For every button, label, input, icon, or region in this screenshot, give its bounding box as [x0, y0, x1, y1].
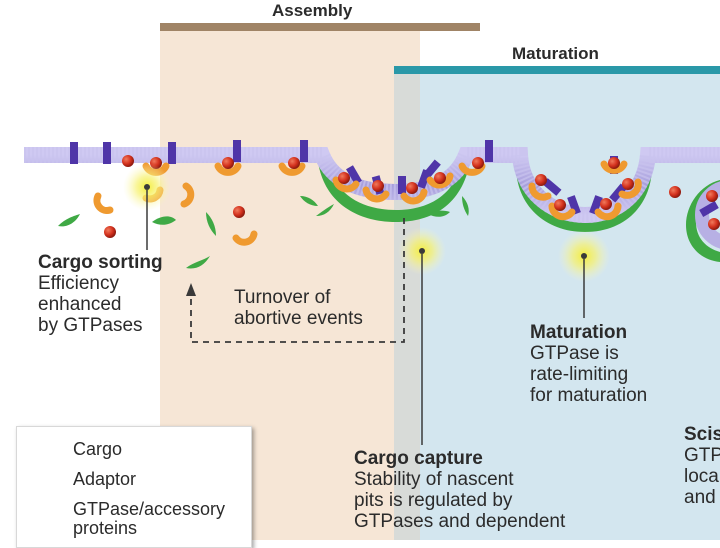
free-gtpases	[104, 186, 681, 238]
glow-dot	[144, 184, 150, 190]
membrane-cargo	[70, 140, 719, 217]
maturation-band	[394, 66, 720, 74]
cargo-sorting-label: Cargo sorting Efficiency enhanced by GTP…	[38, 252, 163, 336]
maturation-line: for maturation	[530, 385, 648, 406]
scission-line: loca	[684, 466, 719, 487]
maturation-label: Maturation GTPase is rate-limiting for m…	[530, 322, 647, 406]
assembly-band	[160, 23, 480, 31]
cargo-capture-line: Stability of nascent	[354, 469, 514, 490]
turnover-arrowhead	[186, 283, 196, 296]
plasma-membrane-edge	[24, 147, 720, 224]
maturation-header: Maturation	[512, 44, 599, 63]
legend-gtpase-label-2: proteins	[73, 518, 138, 538]
cargo-sorting-line: Efficiency	[38, 273, 119, 294]
clathrin-coat	[686, 180, 720, 262]
scission-line: GTP	[684, 445, 720, 466]
membrane-adaptors	[142, 160, 642, 221]
legend: Cargo Adaptor GTPase/accessory proteins	[16, 426, 252, 548]
cargo-sorting-line: by GTPases	[38, 315, 143, 336]
cargo-capture-label: Cargo capture Stability of nascent pits …	[354, 448, 565, 532]
maturation-title: Maturation	[530, 322, 628, 343]
clathrin-coat	[318, 162, 470, 222]
membrane-gtpases	[122, 155, 720, 230]
maturation-line: GTPase is	[530, 343, 619, 364]
turnover-line: abortive events	[234, 308, 363, 329]
scission-line: and	[684, 487, 716, 508]
turnover-line: Turnover of	[234, 287, 331, 308]
assembly-header: Assembly	[272, 1, 353, 20]
legend-adaptor-label: Adaptor	[73, 469, 137, 489]
legend-gtpase-label: GTPase/accessory	[73, 499, 226, 519]
cargo-sorting-title: Cargo sorting	[38, 252, 163, 273]
free-clathrin	[58, 196, 469, 269]
clathrin-coat	[516, 166, 652, 232]
turnover-label: Turnover of abortive events	[234, 287, 363, 329]
vesicle-membrane	[695, 181, 720, 249]
legend-cargo-label: Cargo	[73, 439, 123, 459]
cargo-capture-line: pits is regulated by	[354, 490, 513, 511]
glow-dot	[581, 253, 587, 259]
cargo-capture-title: Cargo capture	[354, 448, 483, 469]
cargo-sorting-line: enhanced	[38, 294, 122, 315]
scission-title: Scis	[684, 424, 720, 445]
glow-dot	[419, 248, 425, 254]
cargo-capture-line: GTPases and dependent	[354, 511, 566, 532]
overlap-panel	[394, 72, 420, 540]
scission-label: Scis GTP loca and	[684, 424, 720, 508]
maturation-line: rate-limiting	[530, 364, 629, 385]
